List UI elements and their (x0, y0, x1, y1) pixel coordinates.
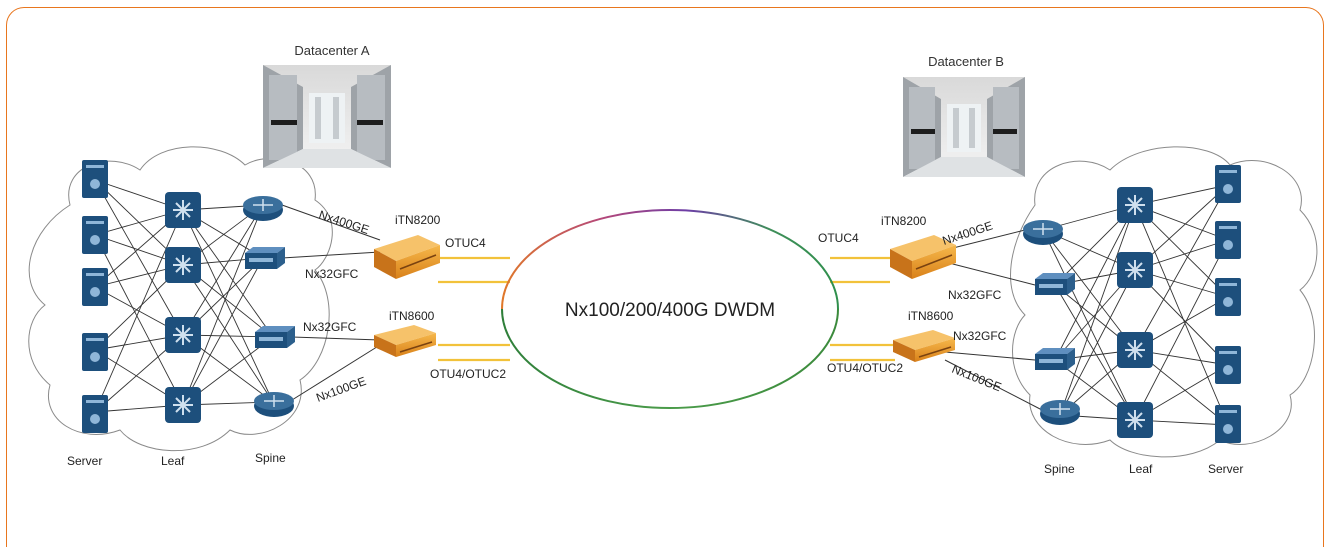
diagram-frame (6, 7, 1324, 547)
spines-right (1023, 220, 1080, 425)
servers-left (82, 160, 108, 433)
servers-right (1215, 165, 1241, 443)
leaf-switch-icon (1117, 332, 1153, 368)
spines-left (243, 196, 295, 417)
leaf-switch-icon (165, 387, 201, 423)
fc-switch-icon (255, 326, 295, 348)
line-interface-label: OTU4/OTUC2 (430, 367, 506, 381)
fc-switch-icon (1035, 348, 1075, 370)
tier-label-leaf-right: Leaf (1129, 462, 1153, 476)
datacenter-b-icon (903, 77, 1025, 177)
leaf-switch-icon (165, 247, 201, 283)
server-icon (1215, 346, 1241, 384)
dwdm-ring: Nx100/200/400G DWDM (501, 209, 839, 409)
device-itn8200-left (374, 235, 440, 279)
device-itn8600-right (893, 330, 955, 362)
server-icon (82, 216, 108, 254)
server-icon (82, 160, 108, 198)
leaf-switch-icon (1117, 252, 1153, 288)
line-interface-label: OTUC4 (818, 231, 859, 245)
server-icon (1215, 165, 1241, 203)
server-icon (82, 333, 108, 371)
device-model-label: iTN8600 (908, 309, 954, 323)
router-icon (254, 392, 294, 417)
datacenter-a-label: Datacenter A (294, 43, 369, 58)
server-icon (1215, 221, 1241, 259)
fc-switch-icon (1035, 273, 1075, 295)
client-interface-label: Nx32GFC (953, 329, 1007, 343)
device-model-label: iTN8200 (395, 213, 441, 227)
leaf-switches-left (165, 192, 201, 423)
server-icon (82, 268, 108, 306)
router-icon (243, 196, 283, 221)
line-interface-label: OTU4/OTUC2 (827, 361, 903, 375)
datacenter-b-label: Datacenter B (928, 54, 1004, 69)
client-links (281, 204, 1043, 411)
client-interface-label: Nx400GE (317, 208, 371, 237)
client-interface-label: Nx32GFC (303, 320, 357, 334)
leaf-switches-right (1117, 187, 1153, 438)
tier-label-spine-right: Spine (1044, 462, 1075, 476)
server-icon (82, 395, 108, 433)
device-itn8600-left (374, 325, 436, 357)
tier-label-server-left: Server (67, 454, 102, 468)
client-interface-label: Nx32GFC (948, 288, 1002, 302)
device-itn8200-right (890, 235, 956, 279)
cloud-right (1010, 146, 1318, 458)
client-interface-label: Nx100GE (950, 362, 1003, 394)
client-interface-label: Nx100GE (314, 374, 368, 405)
leaf-switch-icon (1117, 402, 1153, 438)
leaf-switch-icon (1117, 187, 1153, 223)
tier-label-leaf-left: Leaf (161, 454, 185, 468)
device-model-label: iTN8600 (389, 309, 435, 323)
server-icon (1215, 278, 1241, 316)
tier-label-spine-left: Spine (255, 451, 286, 465)
line-links (438, 256, 895, 362)
cloud-left (28, 146, 333, 452)
server-icon (1215, 405, 1241, 443)
router-icon (1040, 400, 1080, 425)
router-icon (1023, 220, 1063, 245)
device-model-label: iTN8200 (881, 214, 927, 228)
line-interface-label: OTUC4 (445, 236, 486, 250)
leaf-switch-icon (165, 317, 201, 353)
fc-switch-icon (245, 247, 285, 269)
tier-label-server-right: Server (1208, 462, 1243, 476)
dwdm-label: Nx100/200/400G DWDM (565, 300, 775, 321)
client-interface-label: Nx32GFC (305, 267, 359, 281)
client-interface-label: Nx400GE (941, 218, 995, 247)
datacenter-a-icon (263, 65, 391, 168)
leaf-switch-icon (165, 192, 201, 228)
